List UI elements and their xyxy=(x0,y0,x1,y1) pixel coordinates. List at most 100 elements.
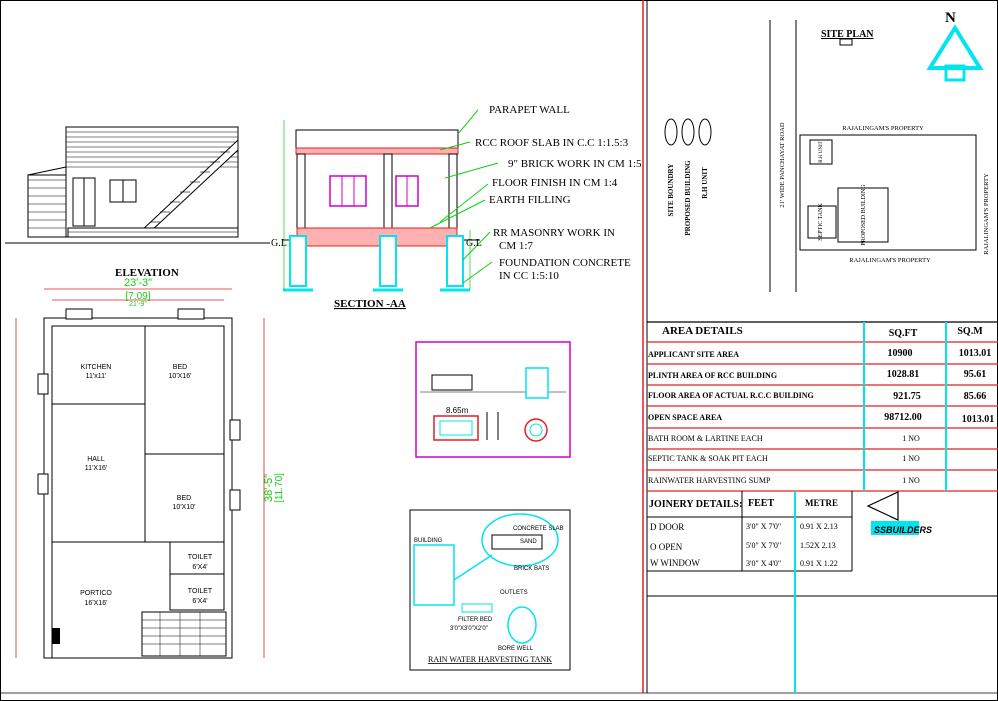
site-septic-label: SEPTIC TANK xyxy=(818,203,824,241)
area-table-title: AREA DETAILS xyxy=(662,325,743,337)
legend-site-boundry: SITE BOUNDRY xyxy=(667,164,675,217)
room-kitchen-name: KITCHEN xyxy=(81,364,112,371)
rwh-label-slab: CONCRETE SLAB xyxy=(513,526,564,532)
section-label-rr: RR MASONRY WORK IN xyxy=(493,227,615,239)
area-row-sqft: 10900 xyxy=(888,348,913,359)
joinery-row-metre: 0.91 X 2.13 xyxy=(800,522,838,531)
section-label-parapet: PARAPET WALL xyxy=(489,104,570,116)
joinery-table-grid xyxy=(647,491,998,693)
area-col-sqm: SQ.M xyxy=(957,326,983,337)
room-portico-size: 16'X16' xyxy=(85,600,108,607)
area-row-label: RAINWATER HARVESTING SUMP xyxy=(648,476,771,485)
area-row-sqft: 1028.81 xyxy=(887,369,920,380)
site-plan-title: SITE PLAN xyxy=(821,29,874,40)
plan-overall-width: 23'-3" xyxy=(124,277,152,289)
area-row-sqm: 85.66 xyxy=(964,391,987,402)
area-col-sqft: SQ.FT xyxy=(889,328,918,339)
site-plan-marker xyxy=(839,38,853,46)
section-label-roof: RCC ROOF SLAB IN C.C 1:1.5:3 xyxy=(475,137,629,149)
site-plan-road xyxy=(769,20,797,292)
room-toilet1-name: TOILET xyxy=(188,554,213,561)
site-building-label: PROPOSED BUILDING xyxy=(861,184,867,246)
area-row-label: SEPTIC TANK & SOAK PIT EACH xyxy=(648,454,768,463)
room-toilet2-size: 6'X4' xyxy=(192,598,207,605)
rwh-label-filter: FILTER BED xyxy=(458,617,493,623)
room-portico-name: PORTICO xyxy=(80,590,112,597)
area-row-sqm: 95.61 xyxy=(964,369,987,380)
rwh-label-building: BUILDING xyxy=(414,538,443,544)
joinery-row-label: D DOOR xyxy=(650,522,684,532)
section-title: SECTION -AA xyxy=(334,298,406,310)
area-table-grid xyxy=(647,321,998,492)
neighbor-right: RAJALINGAM'S PROPERTY xyxy=(983,173,990,255)
site-boundary xyxy=(799,134,977,251)
plan-inner-width: 21'-9" xyxy=(129,301,147,308)
legend-proposed-building: PROPOSED BUILDING xyxy=(684,160,692,236)
section-label-foundation: FOUNDATION CONCRETE xyxy=(499,257,631,269)
road-label: 21' WIDE PANCHAYAT ROAD xyxy=(779,122,786,207)
elevation-drawing xyxy=(5,126,270,244)
section-label-rr2: CM 1:7 xyxy=(499,240,533,252)
site-legend-icons xyxy=(664,118,712,146)
gl-left: G.L xyxy=(271,238,287,249)
septic-detail xyxy=(415,341,571,458)
plan-overall-depth-m: [11.70] xyxy=(274,473,285,503)
area-row-sqft: 1 NO xyxy=(902,454,920,463)
joinery-row-label: O OPEN xyxy=(650,542,683,552)
neighbor-bottom: RAJALINGAM'S PROPERTY xyxy=(849,257,931,264)
joinery-row-label: W WINDOW xyxy=(650,558,700,568)
rwh-label-sand: SAND xyxy=(520,539,537,545)
joinery-row-feet: 3'0" X 4'0" xyxy=(746,559,781,568)
rwh-label-outlets: OUTLETS xyxy=(500,590,528,596)
floor-plan xyxy=(15,288,265,659)
room-toilet1-size: 6'X4' xyxy=(192,564,207,571)
area-row-label: FLOOR AREA OF ACTUAL R.C.C BUILDING xyxy=(648,391,814,400)
north-label: N xyxy=(945,10,956,26)
north-arrow-icon xyxy=(926,24,984,82)
rainwater-detail xyxy=(409,509,571,671)
area-row-sqft: 98712.00 xyxy=(884,412,922,423)
joinery-row-feet: 3'0" X 7'0" xyxy=(746,522,781,531)
section-label-floor: FLOOR FINISH IN CM 1:4 xyxy=(492,177,618,189)
septic-depth: 8.65m xyxy=(446,406,469,415)
room-toilet2-name: TOILET xyxy=(188,588,213,595)
room-bed2-name: BED xyxy=(177,495,191,502)
joinery-row-metre: 0.91 X 1.22 xyxy=(800,559,838,568)
area-row-sqm: 1013.01 xyxy=(959,348,992,359)
rwh-title: RAIN WATER HARVESTING TANK xyxy=(428,655,552,664)
plan-overall-depth: 38'-5" xyxy=(263,474,275,502)
room-kitchen-size: 11'x11' xyxy=(86,373,107,380)
rwh-label-bricks: BRICK BATS xyxy=(514,566,549,572)
joinery-row-feet: 5'0" X 7'0" xyxy=(746,541,781,550)
joinery-title: JOINERY DETAILS: xyxy=(649,499,742,510)
area-row-label: BATH ROOM & LARTINE EACH xyxy=(648,434,763,443)
section-drawing xyxy=(282,109,499,292)
section-label-brick: 9" BRICK WORK IN CM 1:5 xyxy=(508,158,642,170)
plan-overall-width-m: [7.09] xyxy=(125,291,150,302)
site-rh-label: R.H UNIT xyxy=(819,141,824,162)
area-row-sqm: 1013.01 xyxy=(962,414,995,425)
area-row-label: OPEN SPACE AREA xyxy=(648,413,722,422)
ss-builders-logo xyxy=(866,491,919,535)
room-bed1-size: 10'X16' xyxy=(169,373,192,380)
neighbor-top: RAJALINGAM'S PROPERTY xyxy=(842,125,924,132)
logo-text: SSBUILDERS xyxy=(874,525,932,535)
legend-rh-unit: R.H UNIT xyxy=(701,167,709,199)
joinery-col-metre: METRE xyxy=(805,498,838,508)
section-label-earth: EARTH FILLING xyxy=(489,194,571,206)
area-row-sqft: 1 NO xyxy=(902,476,920,485)
elevation-title: ELEVATION xyxy=(115,267,179,279)
room-hall-name: HALL xyxy=(87,456,105,463)
area-row-label: APPLICANT SITE AREA xyxy=(648,350,739,359)
section-label-foundation2: IN CC 1:5:10 xyxy=(499,270,559,282)
gl-right: G.L xyxy=(466,238,482,249)
joinery-row-metre: 1.52X 2.13 xyxy=(800,541,836,550)
area-row-label: PLINTH AREA OF RCC BUILDING xyxy=(648,371,777,380)
room-bed2-size: 10'X10' xyxy=(173,504,196,511)
rwh-label-filter-size: 3'0"X3'0"X2'0" xyxy=(450,626,488,632)
room-hall-size: 11'X16' xyxy=(85,465,107,472)
room-bed1-name: BED xyxy=(173,364,187,371)
joinery-col-feet: FEET xyxy=(748,498,774,509)
area-row-sqft: 921.75 xyxy=(893,391,921,402)
